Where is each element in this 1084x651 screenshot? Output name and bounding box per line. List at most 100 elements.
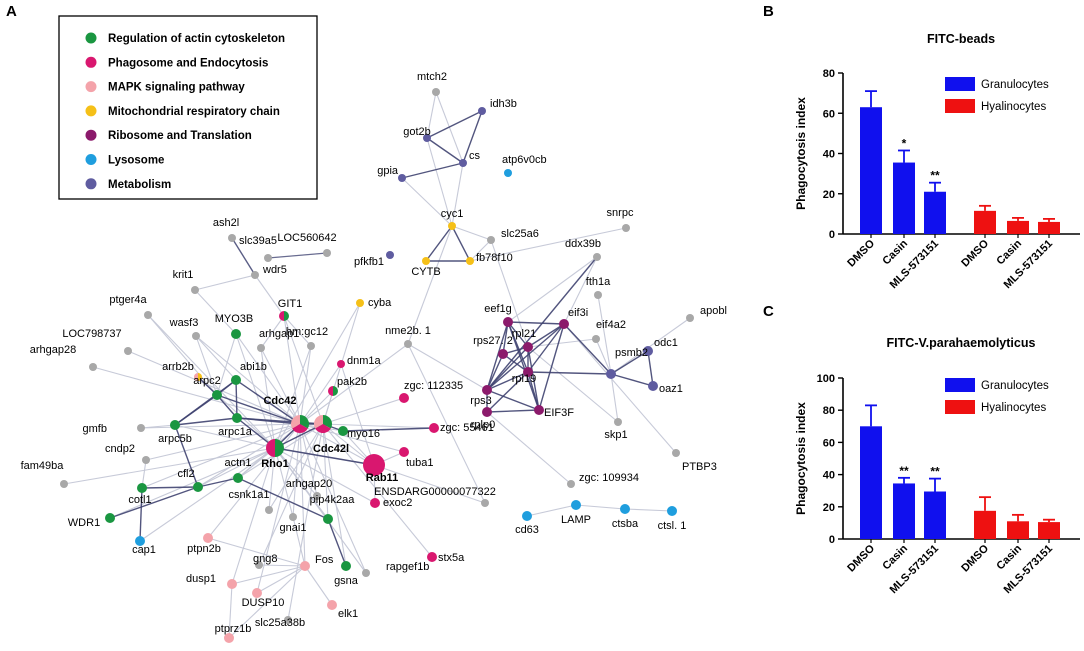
network-edge-strong — [216, 394, 238, 419]
network-legend: Regulation of actin cytoskeletonPhagosom… — [58, 15, 318, 200]
network-edge — [401, 177, 453, 227]
network-edge — [194, 274, 256, 291]
network-node-fam49ba — [60, 480, 68, 488]
network-edge-strong — [647, 350, 654, 387]
network-node-label: exoc2 — [383, 497, 412, 509]
network-edge — [231, 447, 276, 585]
network-node-label: cs — [469, 150, 481, 162]
bar-hyalinocytes-1 — [1007, 521, 1029, 539]
panel-a-letter: A — [6, 3, 17, 20]
network-node-label: MYO3B — [215, 313, 254, 325]
network-edge — [292, 423, 301, 518]
network-node-label: Rho1 — [261, 458, 289, 470]
network-edge — [407, 225, 453, 345]
network-node-label: apobl — [700, 305, 727, 317]
network-edge — [228, 565, 306, 639]
network-edge-strong — [216, 394, 301, 425]
network-node-label: dnm1a — [347, 355, 382, 367]
network-node-label: EIF3F — [544, 407, 574, 419]
network-edge — [283, 315, 312, 347]
network-node-idh3b — [478, 107, 486, 115]
network-node-dusp1 — [227, 579, 237, 589]
network-node-label: fb78f10 — [476, 252, 513, 264]
network-node-label: ptger4a — [109, 294, 147, 306]
network-edge-strong — [235, 379, 238, 419]
network-node-label: PTBP3 — [682, 461, 717, 473]
network-node-label: gmfb — [83, 423, 107, 435]
network-node-slice — [275, 439, 284, 457]
network-node-label: gng8 — [253, 553, 277, 565]
network-node-LAMP — [571, 500, 581, 510]
network-node-skp1 — [614, 418, 622, 426]
network-edge — [575, 504, 626, 510]
network-edge — [260, 347, 301, 425]
network-node-fb78f10 — [466, 257, 474, 265]
network-node-eif4a2 — [592, 335, 600, 343]
network-legend-swatch — [85, 178, 97, 190]
network-node-hmgc12 — [307, 342, 315, 350]
network-node-pfkfb1 — [386, 251, 394, 259]
network-node-nme2b1 — [404, 340, 412, 348]
network-node-ctsba — [620, 504, 630, 514]
network-node-label: hm:gc12 — [286, 326, 328, 338]
network-node-LOC798737 — [124, 347, 132, 355]
network-edge-strong — [563, 323, 612, 375]
network-node-label: rps27. 2 — [473, 335, 513, 347]
network-node-slice — [194, 373, 198, 381]
network-node-label: cyba — [368, 297, 392, 309]
legend-label: Granulocytes — [981, 380, 1049, 392]
network-edge-strong — [141, 486, 199, 489]
network-edge-strong — [401, 162, 464, 179]
network-edge — [109, 447, 276, 519]
network-node-arpc2 — [212, 390, 222, 400]
network-node-fth1a — [594, 291, 602, 299]
network-edge-strong — [342, 427, 435, 432]
network-node-label: rpl21 — [512, 328, 536, 340]
network-node-slice — [266, 439, 275, 457]
network-node-wdr5 — [251, 271, 259, 279]
y-axis-label: Phagocytosis index — [794, 402, 808, 515]
network-node-cndp2 — [142, 456, 150, 464]
network-node-EIF3F — [534, 405, 544, 415]
network-edge — [407, 343, 488, 391]
network-node-label: cotl1 — [128, 494, 151, 506]
network-node-label: gnai1 — [280, 522, 307, 534]
network-node-label: slc25a38b — [255, 617, 305, 629]
network-node-Rab11 — [363, 454, 385, 476]
network-edge — [274, 447, 294, 518]
network-node-label: zgc: 55461 — [440, 422, 494, 434]
network-node-slice — [198, 373, 202, 381]
bar-hyalinocytes-2 — [1038, 221, 1060, 234]
network-edge-strong — [426, 110, 483, 139]
network-node-ptpn2b — [203, 533, 213, 543]
x-tick-label: DMSO — [845, 237, 877, 269]
network-node-label: arpc2 — [193, 375, 221, 387]
network-edge-strong — [486, 256, 598, 391]
network-node-cfl2 — [193, 482, 203, 492]
network-node-LOC560642 — [323, 249, 331, 257]
network-edge — [597, 294, 612, 375]
network-edge — [147, 314, 218, 396]
network-edge-strong — [527, 371, 612, 375]
network-edge — [145, 423, 301, 461]
network-edge — [299, 423, 306, 567]
network-node-myo16 — [338, 426, 348, 436]
network-node-gng8 — [255, 561, 263, 569]
network-node-ENSDARG — [481, 499, 489, 507]
chart-title: FITC-beads — [927, 32, 995, 46]
network-node-slice — [333, 386, 338, 396]
legend-swatch-hyalinocytes — [945, 400, 975, 414]
network-edge-strong — [486, 409, 540, 413]
network-edge — [486, 411, 572, 485]
network-node-label: cyc1 — [441, 208, 464, 220]
network-node-odc1 — [643, 346, 653, 356]
network-node-label: arpc1a — [218, 426, 253, 438]
network-edge-strong — [426, 137, 464, 164]
network-node-stx5a — [427, 552, 437, 562]
network-node-label: LOC798737 — [62, 328, 121, 340]
network-node-arrb2b — [194, 373, 202, 381]
network-node-ctsl1 — [667, 506, 677, 516]
network-node-rpl21 — [523, 342, 533, 352]
y-tick-label: 100 — [817, 373, 835, 385]
